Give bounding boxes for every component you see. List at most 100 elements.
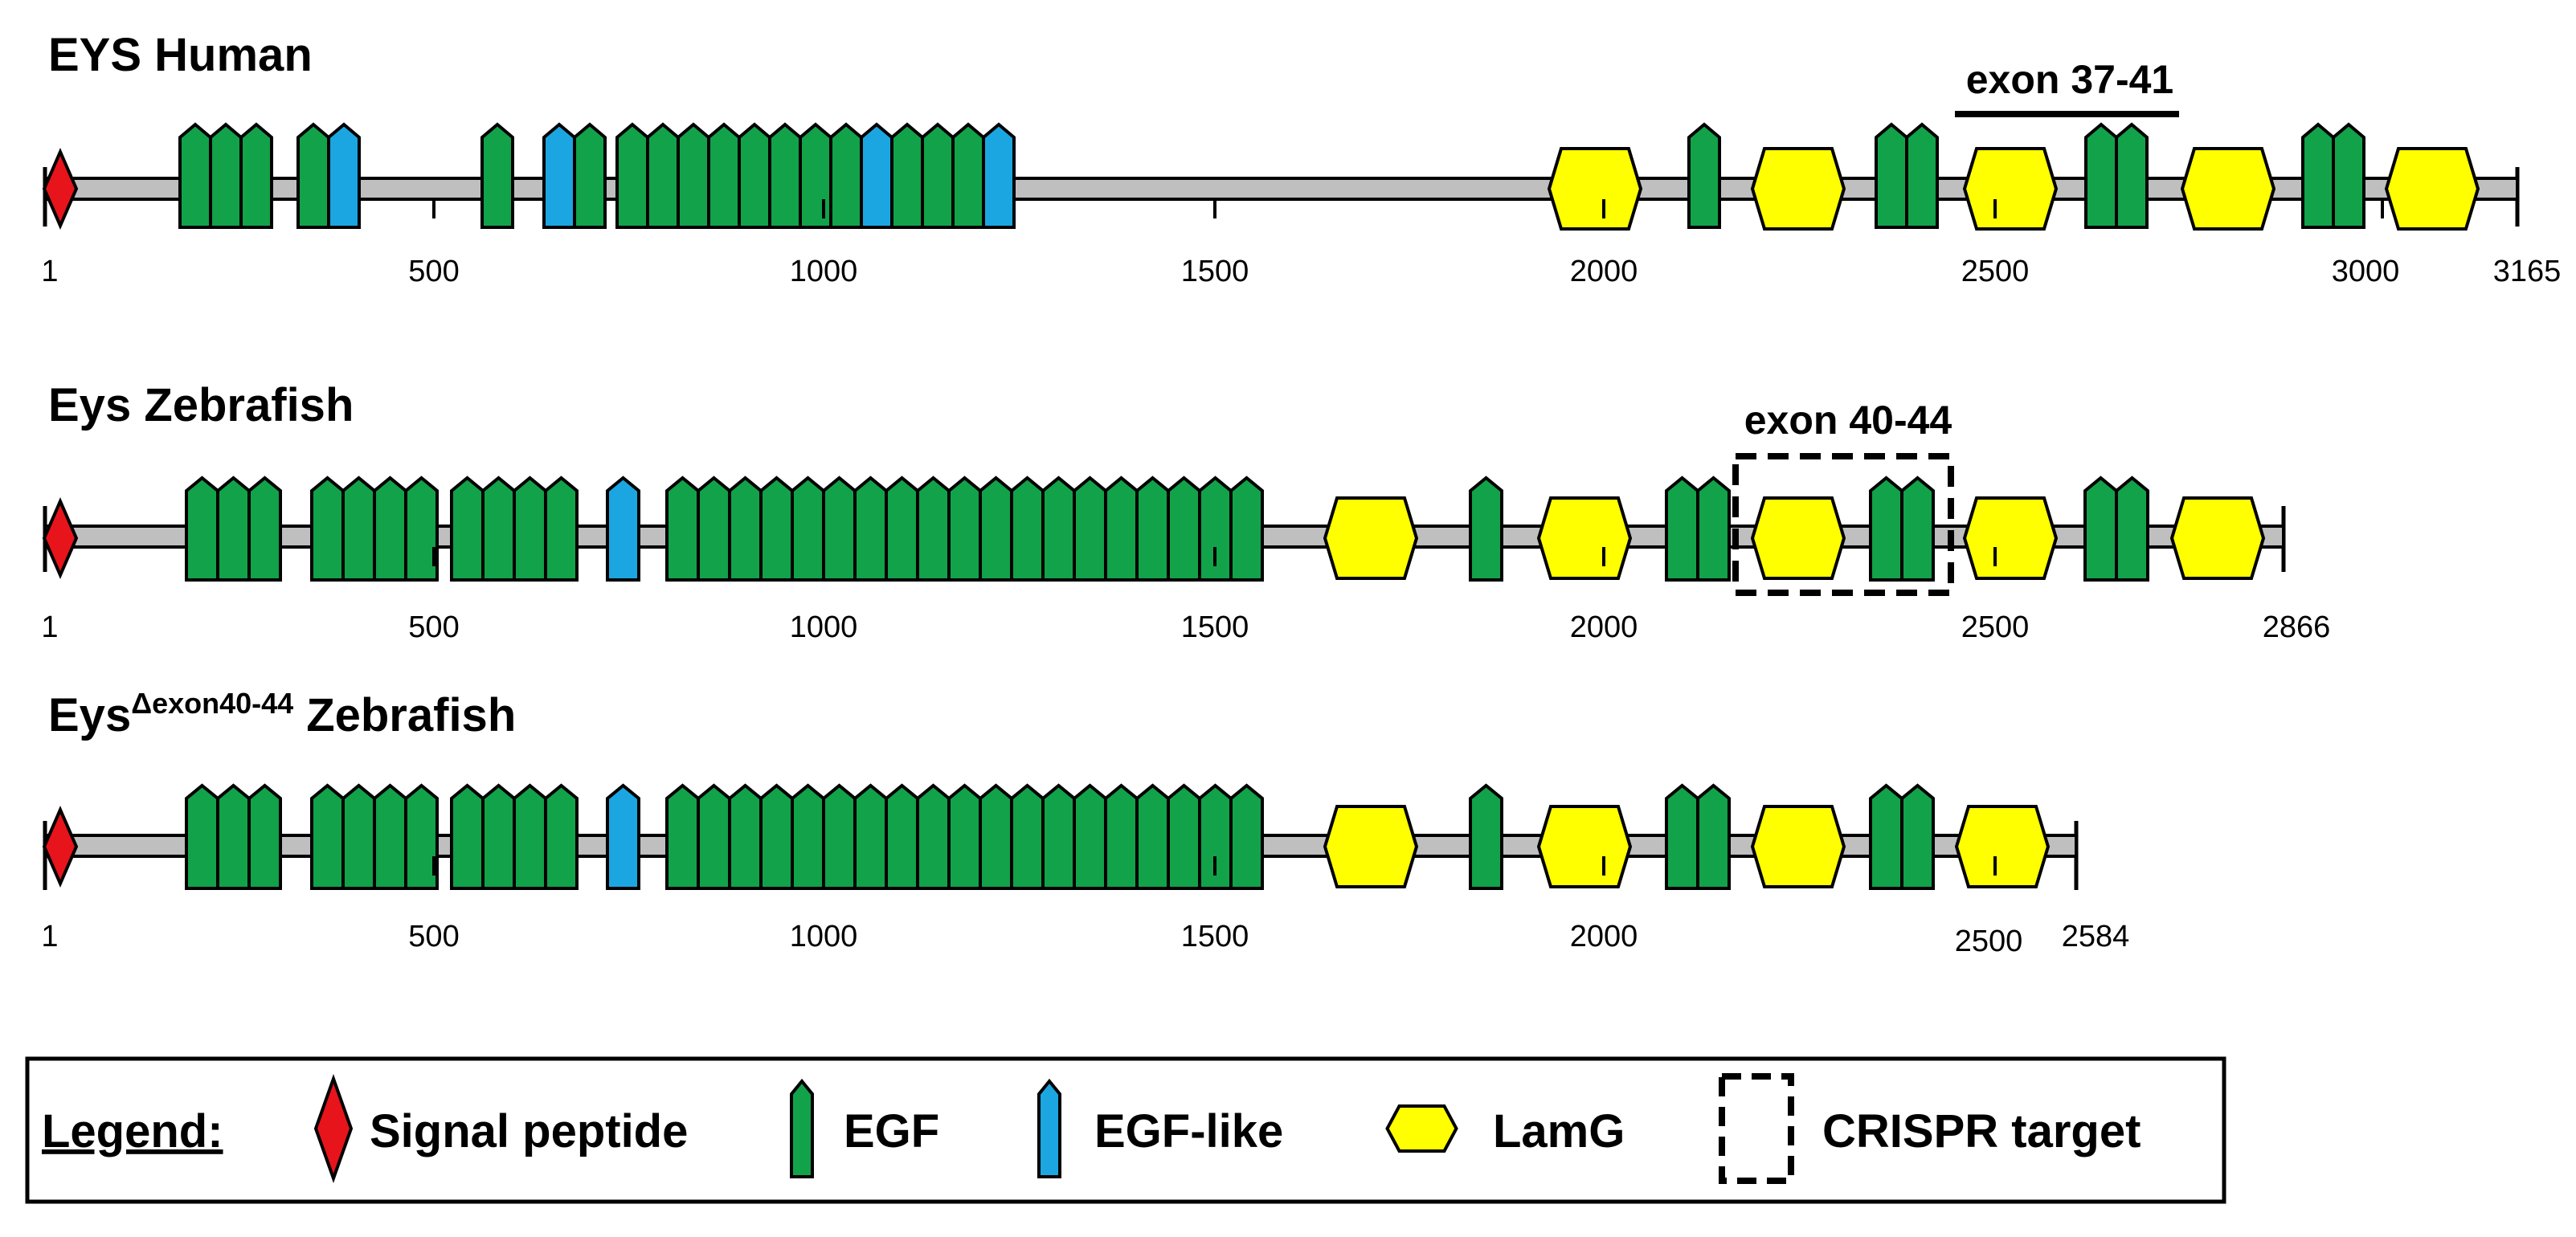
egf-domain (916, 476, 951, 582)
tick-label: 1000 (790, 920, 858, 953)
track-eys-human: EYS Human 1 500 1000 1500 2000 2500 3000… (41, 29, 2561, 288)
crispr-target-icon (1719, 1073, 1794, 1184)
tick-label: 1000 (790, 255, 858, 288)
egf-domain (890, 122, 924, 229)
lamg-domain (2384, 147, 2480, 231)
signal-peptide-icon (313, 1074, 354, 1183)
egf-domain (1167, 476, 1201, 582)
legend-label-lamg: LamG (1493, 1105, 1625, 1157)
tick-label: 3000 (2332, 255, 2400, 288)
egf-domain (2083, 476, 2118, 582)
egf-domain (697, 783, 731, 890)
tick-label: 2500 (1961, 255, 2030, 288)
egf-domain (1696, 783, 1731, 890)
egf-domain (341, 783, 376, 890)
track-title-human: EYS Human (48, 29, 313, 81)
egf-domain (373, 783, 407, 890)
tick-label: 500 (408, 920, 459, 953)
egf-domain (1229, 783, 1264, 890)
egf-domain (1869, 476, 1903, 582)
egf-domain (728, 783, 763, 890)
egf-icon (790, 1078, 814, 1178)
tick-label: 1 (41, 255, 58, 288)
egf-domain (450, 783, 485, 890)
egf-domain (185, 783, 219, 890)
domains-zebrafish (42, 476, 2266, 582)
egf-like-icon (1037, 1078, 1061, 1178)
exon-annotation-human: exon 37-41 (1955, 57, 2179, 117)
egf-domain (822, 476, 857, 582)
egf-domain (1469, 783, 1503, 890)
egf-domain (853, 476, 888, 582)
tick-label: 2866 (2263, 610, 2331, 644)
exon-label-human: exon 37-41 (1966, 57, 2173, 102)
tick-label: 1500 (1181, 255, 1249, 288)
legend-heading: Legend: (42, 1105, 223, 1157)
egf-domain (185, 476, 219, 582)
egf-domain (759, 783, 794, 890)
egf-domain (697, 476, 731, 582)
egf-domain (573, 122, 607, 229)
egf-domain (1041, 783, 1076, 890)
egf-domain (247, 783, 282, 890)
egf-domain (310, 783, 345, 890)
egf-domain (2332, 122, 2365, 229)
egf-domain (1010, 783, 1045, 890)
track-eys-zebrafish: Eys Zebrafish 1 500 1000 1500 2000 2500 … (41, 379, 2330, 644)
egf-domain (1665, 476, 1699, 582)
egf-domain (1135, 783, 1170, 890)
lamg-domain (1750, 805, 1846, 888)
domains-deletion (42, 783, 2051, 890)
egf-domain (768, 122, 802, 229)
egf-domain (759, 476, 794, 582)
tick-label: 500 (408, 610, 459, 644)
egf-domain (1905, 122, 1939, 229)
tick-label: 1500 (1181, 610, 1249, 644)
egf-domain (822, 783, 857, 890)
egf-domain (2084, 122, 2118, 229)
domains-human (42, 122, 2480, 231)
egf-domain (1875, 122, 1908, 229)
lamg-domain (1536, 496, 1633, 580)
egf-domain (1900, 476, 1935, 582)
egf-like-domain (606, 476, 640, 582)
egf-domain (1010, 476, 1045, 582)
egf-domain (1687, 122, 1721, 229)
lamg-domain (1323, 805, 1419, 888)
title-superscript: Δexon40-44 (131, 687, 293, 720)
egf-domain (247, 476, 282, 582)
tick-label: 1500 (1181, 920, 1249, 953)
egf-domain (1041, 476, 1076, 582)
track-title-zebrafish: Eys Zebrafish (48, 379, 354, 431)
legend-box: Legend: Signal peptide EGF EGF-like LamG… (25, 1056, 2226, 1204)
egf-domain (2115, 476, 2149, 582)
egf-domain (885, 783, 919, 890)
egf-domain (615, 122, 649, 229)
egf-domain (738, 122, 771, 229)
lamg-domain (1954, 805, 2051, 888)
axis-ticks-deletion: 1 500 1000 1500 2000 2500 2584 (41, 856, 2129, 958)
crispr-target-box (1732, 453, 1954, 596)
egf-domain (1665, 783, 1699, 890)
title-main: Eys (48, 689, 131, 741)
tick-label: 2500 (1955, 925, 2023, 958)
egf-domain (947, 476, 982, 582)
lamg-domain (1323, 496, 1419, 580)
egf-domain (1073, 476, 1107, 582)
egf-domain (404, 783, 439, 890)
egf-domain (1135, 476, 1170, 582)
egf-domain (707, 122, 741, 229)
egf-domain (799, 122, 832, 229)
egf-like-domain (327, 122, 361, 229)
egf-domain (216, 783, 251, 890)
lamg-domain (2169, 496, 2266, 580)
egf-domain (296, 122, 330, 229)
egf-domain (481, 476, 516, 582)
egf-domain (1900, 783, 1935, 890)
tick-label: 2000 (1570, 255, 1638, 288)
egf-like-domain (606, 783, 640, 890)
tick-label: 1 (41, 610, 58, 644)
lamg-domain (1536, 805, 1633, 888)
